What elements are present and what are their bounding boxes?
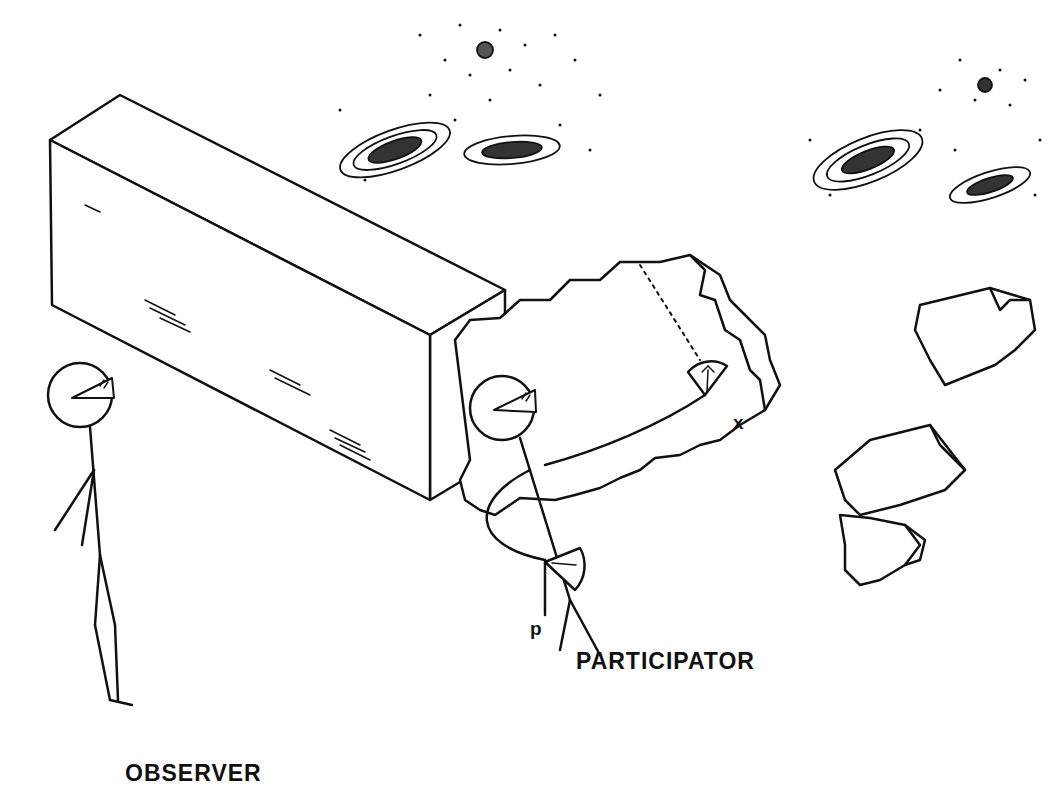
x-meter (640, 265, 727, 395)
figure-label: OBSERVER (125, 760, 262, 787)
variable-label: p (530, 618, 542, 640)
broken-slab (455, 255, 1035, 585)
variable-label: x (733, 412, 744, 434)
stars (339, 24, 1042, 197)
p-meter (545, 548, 585, 615)
observer-figure (48, 363, 132, 705)
figure-label: PARTICIPATOR (576, 648, 755, 675)
galaxies (334, 42, 1034, 210)
participator-figure (470, 376, 705, 655)
glass-slab (50, 95, 505, 500)
